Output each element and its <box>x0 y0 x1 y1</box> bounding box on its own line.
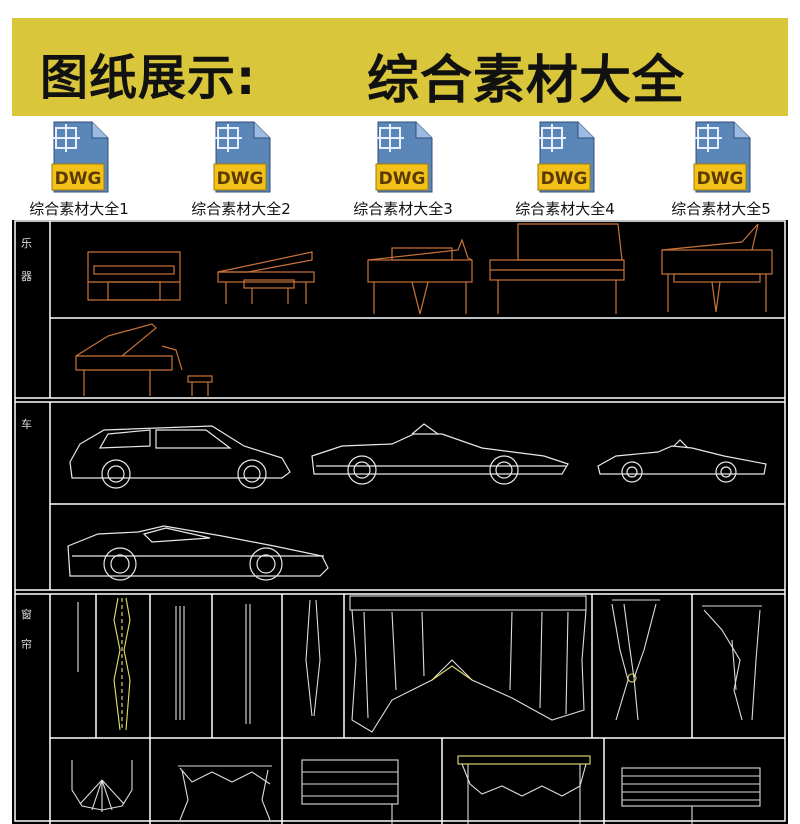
upright-piano-drawing <box>87 251 181 301</box>
dwg-file-5[interactable]: DWG 综合素材大全5 <box>646 116 796 220</box>
svg-text:DWG: DWG <box>541 169 588 189</box>
dwg-file-label: 综合素材大全5 <box>671 200 771 218</box>
grand-piano-side-drawing <box>217 251 315 304</box>
section-label-instruments-1: 乐 <box>21 237 32 250</box>
banner-title-right: 综合素材大全 <box>367 51 686 111</box>
balloon-valance-drawing <box>71 760 133 812</box>
dwg-file-icon: DWG <box>51 121 109 193</box>
curtain-gathered-side-drawing <box>305 599 321 717</box>
small-roadster-drawing <box>597 439 767 483</box>
swag-curtain-drawing <box>349 595 587 733</box>
roman-shade-drawing <box>301 759 399 824</box>
instruments-drawings <box>75 223 773 396</box>
section-label-cars: 车 <box>21 417 32 431</box>
curtain-panel-side-drawing <box>175 606 185 720</box>
austrian-shade-drawing <box>457 755 591 824</box>
cad-preview-panel: 乐 器 车 窗 帘 <box>12 220 788 824</box>
header-banner: 图纸展示: 综合素材大全 <box>12 18 788 116</box>
grand-piano-front-drawing <box>367 238 473 315</box>
tied-back-curtain-drawing <box>611 599 660 721</box>
cad-frame-lines <box>14 220 786 824</box>
svg-text:DWG: DWG <box>55 169 102 189</box>
curtains-drawings <box>71 595 762 824</box>
convertible-sports-car-drawing <box>311 423 569 485</box>
baby-grand-drawing <box>661 223 773 313</box>
section-label-instruments-2: 器 <box>21 270 32 283</box>
concert-grand-drawing <box>489 223 625 314</box>
dwg-file-icon: DWG <box>375 121 433 193</box>
curtain-tie-side-drawing <box>113 597 131 731</box>
dwg-file-list: DWG 综合素材大全1 DWG 综合素材大全2 DWG 综合素材大全3 <box>0 116 800 220</box>
section-label-curtains-1: 窗 <box>21 607 32 621</box>
grand-piano-with-bench-drawing <box>75 323 213 396</box>
dwg-file-label: 综合素材大全2 <box>191 200 291 218</box>
valance-with-drapes-drawing <box>178 765 272 821</box>
venetian-blind-drawing <box>621 767 761 824</box>
dwg-file-icon: DWG <box>213 121 271 193</box>
dwg-file-icon: DWG <box>537 121 595 193</box>
dwg-file-3[interactable]: DWG 综合素材大全3 <box>328 116 478 220</box>
section-label-curtains-2: 帘 <box>21 637 32 651</box>
dwg-file-label: 综合素材大全1 <box>29 200 129 218</box>
dwg-file-2[interactable]: DWG 综合素材大全2 <box>166 116 316 220</box>
dwg-file-1[interactable]: DWG 综合素材大全1 <box>4 116 154 220</box>
dwg-file-label: 综合素材大全3 <box>353 200 453 218</box>
banner-title-left: 图纸展示: <box>40 50 257 106</box>
cad-drawing: 乐 器 车 窗 帘 <box>14 220 786 824</box>
dwg-file-label: 综合素材大全4 <box>515 200 615 218</box>
svg-text:DWG: DWG <box>697 169 744 189</box>
cars-drawings <box>67 423 767 581</box>
dwg-file-4[interactable]: DWG 综合素材大全4 <box>490 116 640 220</box>
svg-text:DWG: DWG <box>217 169 264 189</box>
curtain-thin-panel-drawing <box>245 604 251 724</box>
coupe-sports-car-drawing <box>67 525 329 581</box>
svg-text:DWG: DWG <box>379 169 426 189</box>
draped-curtain-drawing <box>702 605 762 721</box>
dwg-file-icon: DWG <box>693 121 751 193</box>
hatchback-car-drawing <box>69 425 291 489</box>
